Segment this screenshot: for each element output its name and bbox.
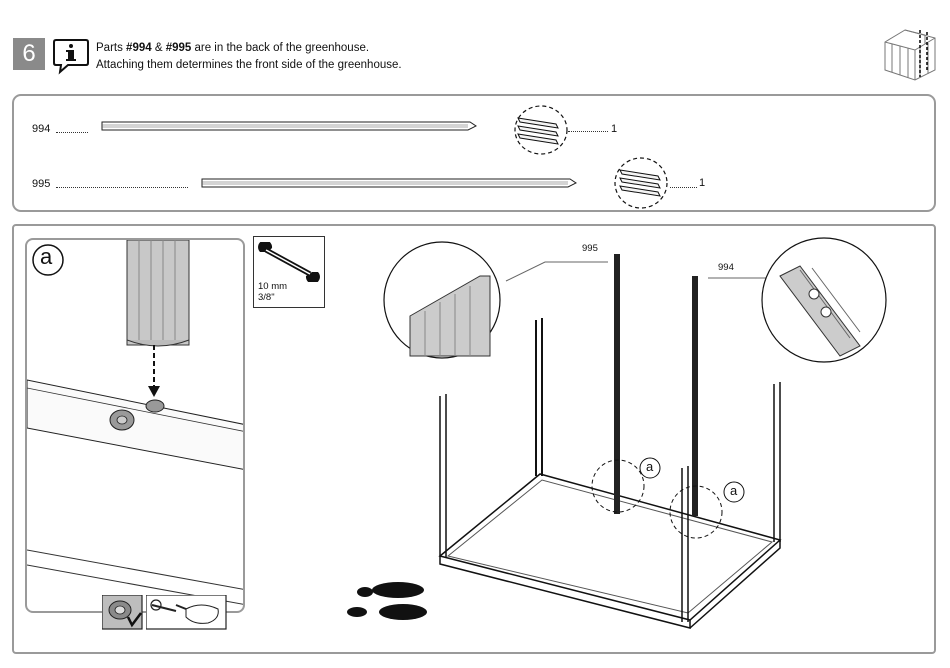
part-qty-995: 1	[699, 177, 705, 189]
footprints-icon	[343, 578, 433, 624]
instruction-line-1: Parts #994 & #995 are in the back of the…	[96, 40, 402, 57]
part-label-994: 994	[32, 123, 50, 135]
part-ref-995: #995	[166, 42, 192, 54]
part-994-profile	[100, 118, 478, 134]
callout-label-994: 994	[718, 262, 734, 273]
callout-label-995: 995	[582, 243, 598, 254]
part-ref-994: #994	[126, 42, 152, 54]
part-label-995: 995	[32, 178, 50, 190]
text-suffix: are in the back of the greenhouse.	[191, 42, 369, 54]
wrench-icon	[258, 242, 320, 282]
instruction-line-2: Attaching them determines the front side…	[96, 57, 402, 74]
tool-size-in: 3/8"	[258, 292, 287, 303]
part-995-profile	[200, 175, 580, 191]
marker-a-right: a	[730, 483, 737, 498]
parts-panel	[12, 94, 936, 212]
marker-a-left: a	[646, 459, 653, 474]
step-number: 6	[13, 38, 45, 70]
text-amp: &	[152, 42, 166, 54]
leader-dots	[670, 187, 697, 188]
part-995-section-callout	[612, 156, 670, 210]
detail-a-label: a	[40, 244, 52, 270]
detail-view-a	[25, 238, 245, 613]
tool-size-mm: 10 mm	[258, 281, 287, 292]
leader-dots	[56, 132, 88, 133]
text-prefix: Parts	[96, 42, 126, 54]
part-994-section-callout	[512, 104, 570, 156]
leader-dots	[56, 187, 188, 188]
info-icon	[52, 37, 90, 80]
tool-size: 10 mm 3/8"	[258, 281, 287, 303]
part-qty-994: 1	[611, 123, 617, 135]
instruction-text: Parts #994 & #995 are in the back of the…	[96, 40, 402, 74]
nut-icon	[102, 595, 144, 631]
hand-wrench-icon	[146, 595, 228, 631]
leader-dots	[568, 131, 608, 132]
greenhouse-icon	[880, 22, 940, 87]
